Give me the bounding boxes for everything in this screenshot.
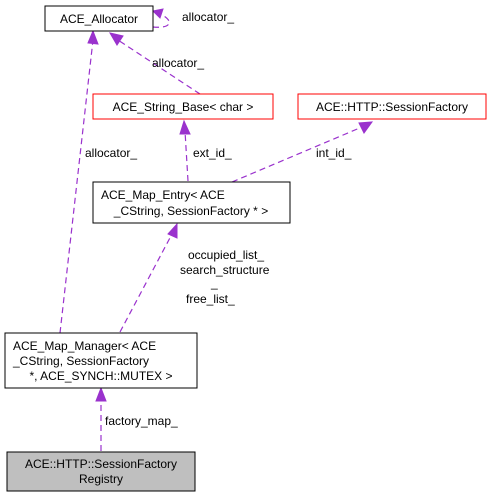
label-allocator-string: allocator_ [152,56,204,70]
edge-allocator-manager [59,39,94,334]
node-http-session-factory-label: ACE::HTTP::SessionFactory [316,100,468,114]
edge-string-entry-arrowhead [179,119,191,135]
node-session-factory-registry-label-1: ACE::HTTP::SessionFactory [25,457,177,471]
label-entry-manager-occupied: occupied_list_ [188,248,264,262]
node-ace-map-entry[interactable]: ACE_Map_Entry< ACE _CString, SessionFact… [92,181,291,224]
label-manager-registry: factory_map_ [105,414,178,428]
node-http-session-factory[interactable]: ACE::HTTP::SessionFactory [297,93,487,120]
edge-entry-manager-arrowhead [167,222,178,239]
edge-factory-entry-arrowhead [358,121,374,134]
label-entry-manager-free: free_list_ [186,292,235,306]
label-string-entry: ext_id_ [193,146,232,160]
label-allocator-self: allocator_ [182,10,234,24]
node-session-factory-registry[interactable]: ACE::HTTP::SessionFactory Registry [6,451,196,492]
edge-manager-registry-arrowhead [95,386,107,402]
label-entry-manager-underscore: _ [210,276,218,290]
edge-factory-entry [231,126,363,183]
edge-string-entry [184,130,189,182]
node-ace-map-manager-label-3: *, ACE_SYNCH::MUTEX > [29,369,172,383]
node-ace-string-base[interactable]: ACE_String_Base< char > [92,93,274,120]
node-ace-map-entry-label-2: _CString, SessionFactory * > [113,204,268,218]
node-ace-map-manager[interactable]: ACE_Map_Manager< ACE _CString, SessionFa… [4,332,198,389]
label-factory-entry: int_id_ [316,146,352,160]
edge-allocator-self-arrowhead [151,8,164,19]
edge-allocator-manager-arrowhead [87,29,99,45]
node-ace-map-entry-label-1: ACE_Map_Entry< ACE [101,188,225,202]
node-ace-map-manager-label-1: ACE_Map_Manager< ACE [13,339,156,353]
label-entry-manager-search: search_structure [180,263,270,277]
edge-allocator-string-arrowhead [108,32,124,46]
edge-allocator-string [117,39,201,95]
label-allocator-manager: allocator_ [85,146,137,160]
node-ace-allocator[interactable]: ACE_Allocator [44,5,154,32]
edge-allocator-self [152,12,170,28]
node-ace-map-manager-label-2: _CString, SessionFactory [12,354,149,368]
node-session-factory-registry-label-2: Registry [79,472,123,486]
edge-entry-manager [119,233,173,333]
node-ace-string-base-label: ACE_String_Base< char > [113,100,254,114]
node-ace-allocator-label: ACE_Allocator [60,12,138,26]
